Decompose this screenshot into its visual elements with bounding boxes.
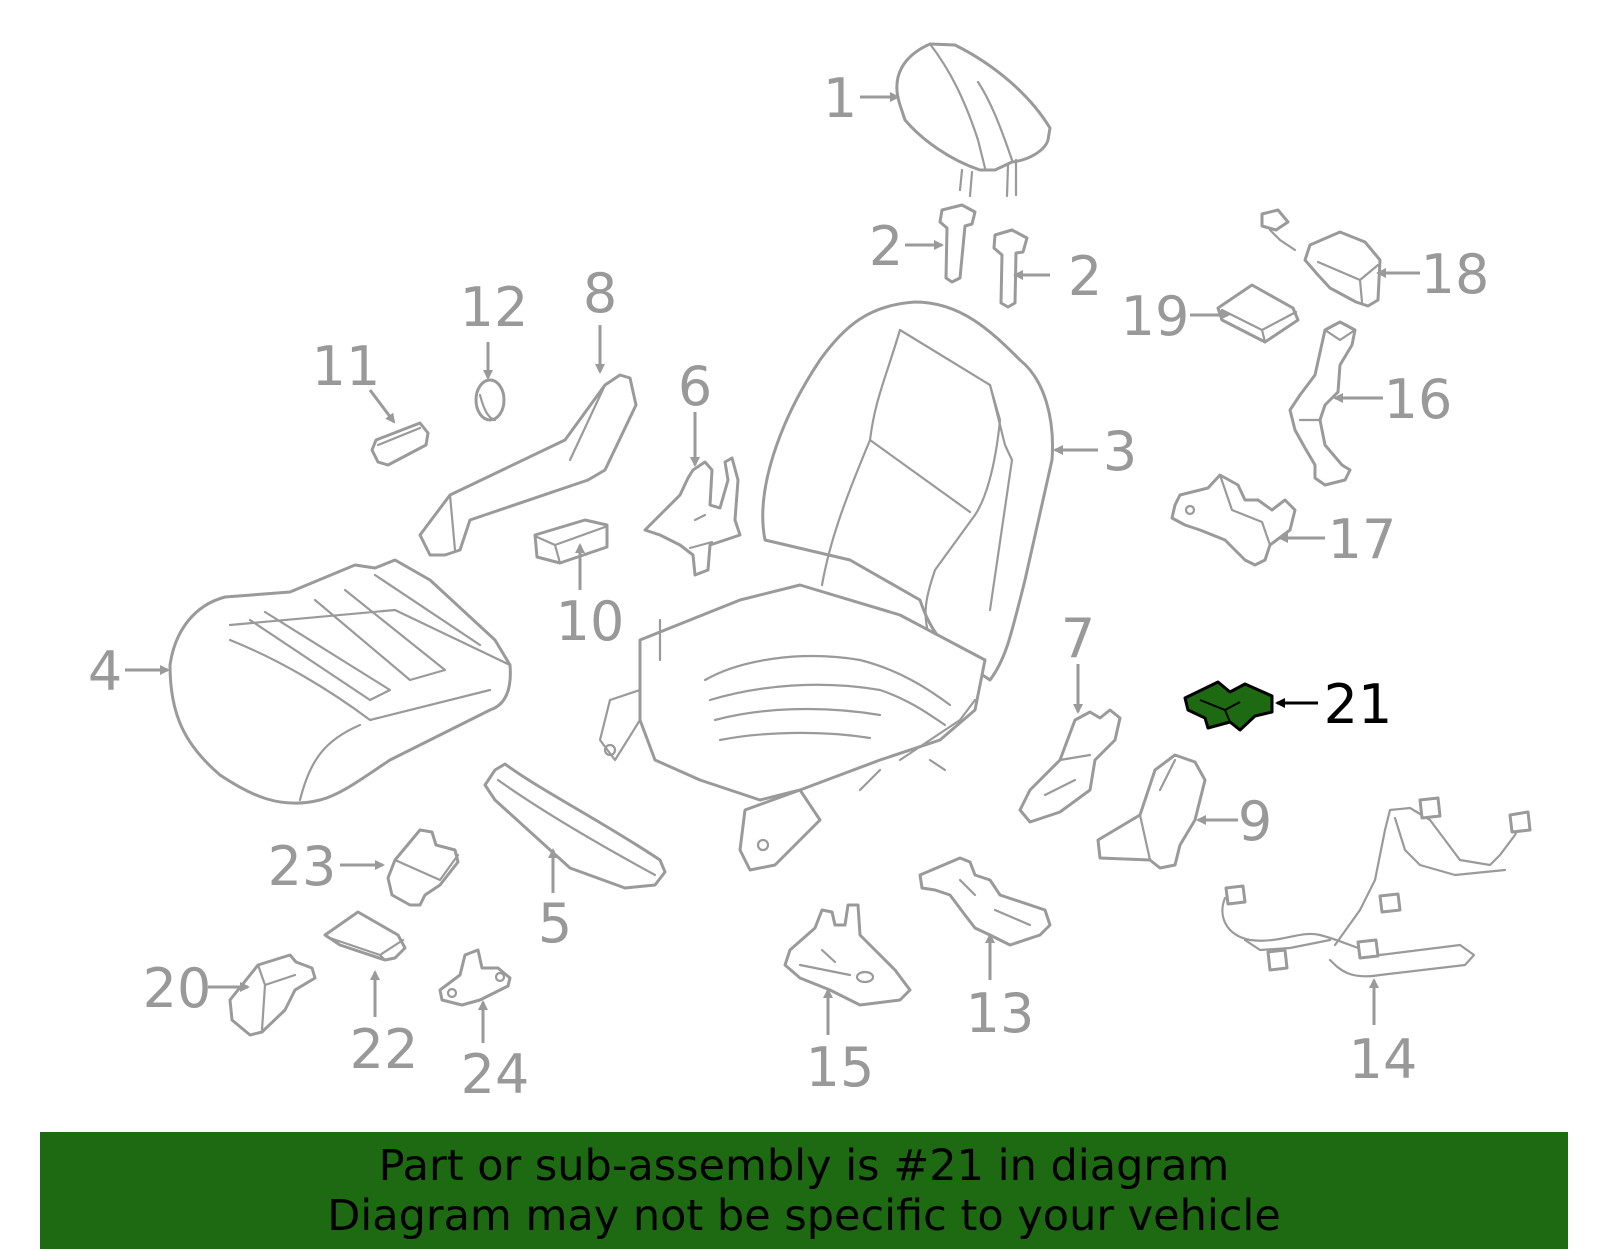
part-24-bracket — [438, 948, 512, 1007]
banner-line-1: Part or sub-assembly is #21 in diagram — [378, 1140, 1230, 1191]
callout-17: 17 — [1328, 508, 1397, 571]
part-6-bracket — [643, 456, 742, 577]
callout-12: 12 — [460, 276, 529, 339]
callout-4: 4 — [88, 640, 122, 703]
part-4-seat-cushion — [168, 558, 512, 805]
callout-16: 16 — [1384, 368, 1453, 431]
part-16-duct — [1288, 320, 1357, 487]
part-3-seat-back-frame — [598, 300, 1054, 872]
callout-8: 8 — [583, 262, 617, 325]
part-1-headrest — [895, 42, 1052, 198]
banner-line-2: Diagram may not be specific to your vehi… — [327, 1190, 1281, 1241]
callout-5: 5 — [538, 892, 572, 955]
info-banner: Part or sub-assembly is #21 in diagram D… — [40, 1132, 1568, 1249]
part-12-cap — [474, 378, 506, 422]
part-2-headrest-guide-right — [992, 228, 1029, 309]
part-17-bracket — [1170, 473, 1297, 567]
callout-19: 19 — [1121, 285, 1190, 348]
callout-2a: 2 — [869, 215, 903, 278]
callout-18: 18 — [1421, 243, 1490, 306]
part-19-module — [1216, 283, 1300, 344]
callout-24: 24 — [461, 1043, 530, 1106]
callout-20: 20 — [143, 957, 212, 1020]
part-23-sensor — [386, 828, 460, 907]
part-8-side-shield — [418, 373, 638, 557]
part-22-pad — [323, 910, 407, 962]
part-9-side-cover — [1096, 753, 1207, 870]
callout-1: 1 — [823, 67, 857, 130]
callout-2b: 2 — [1068, 245, 1102, 308]
arrow-11 — [368, 389, 396, 424]
part-13-bracket — [918, 856, 1052, 947]
callout-11: 11 — [312, 335, 381, 398]
callout-9: 9 — [1238, 790, 1272, 853]
part-5-side-trim — [483, 762, 667, 890]
callout-15: 15 — [806, 1036, 875, 1099]
part-2-headrest-guide-left — [938, 203, 977, 284]
callout-7: 7 — [1061, 607, 1095, 670]
callout-14: 14 — [1349, 1028, 1418, 1091]
part-18-switch — [1260, 208, 1382, 308]
part-21-highlighted-bracket — [1183, 680, 1274, 732]
callout-22: 22 — [350, 1018, 419, 1081]
callout-arrows — [125, 92, 1420, 1043]
callout-3: 3 — [1103, 420, 1137, 483]
part-10-block — [533, 518, 609, 565]
callout-21: 21 — [1324, 673, 1393, 736]
callout-23: 23 — [268, 835, 337, 898]
callout-10: 10 — [556, 590, 625, 653]
part-14-wire-harness — [1221, 796, 1532, 978]
callout-13: 13 — [966, 982, 1035, 1045]
callout-labels: 1 2 2 3 4 5 6 7 8 9 10 11 12 13 14 15 16… — [88, 67, 1490, 1106]
callout-6: 6 — [678, 355, 712, 418]
part-20-bracket — [228, 953, 317, 1037]
part-11-clip — [370, 421, 430, 467]
part-15-bracket — [783, 903, 912, 1007]
part-7-cover — [1018, 708, 1122, 824]
